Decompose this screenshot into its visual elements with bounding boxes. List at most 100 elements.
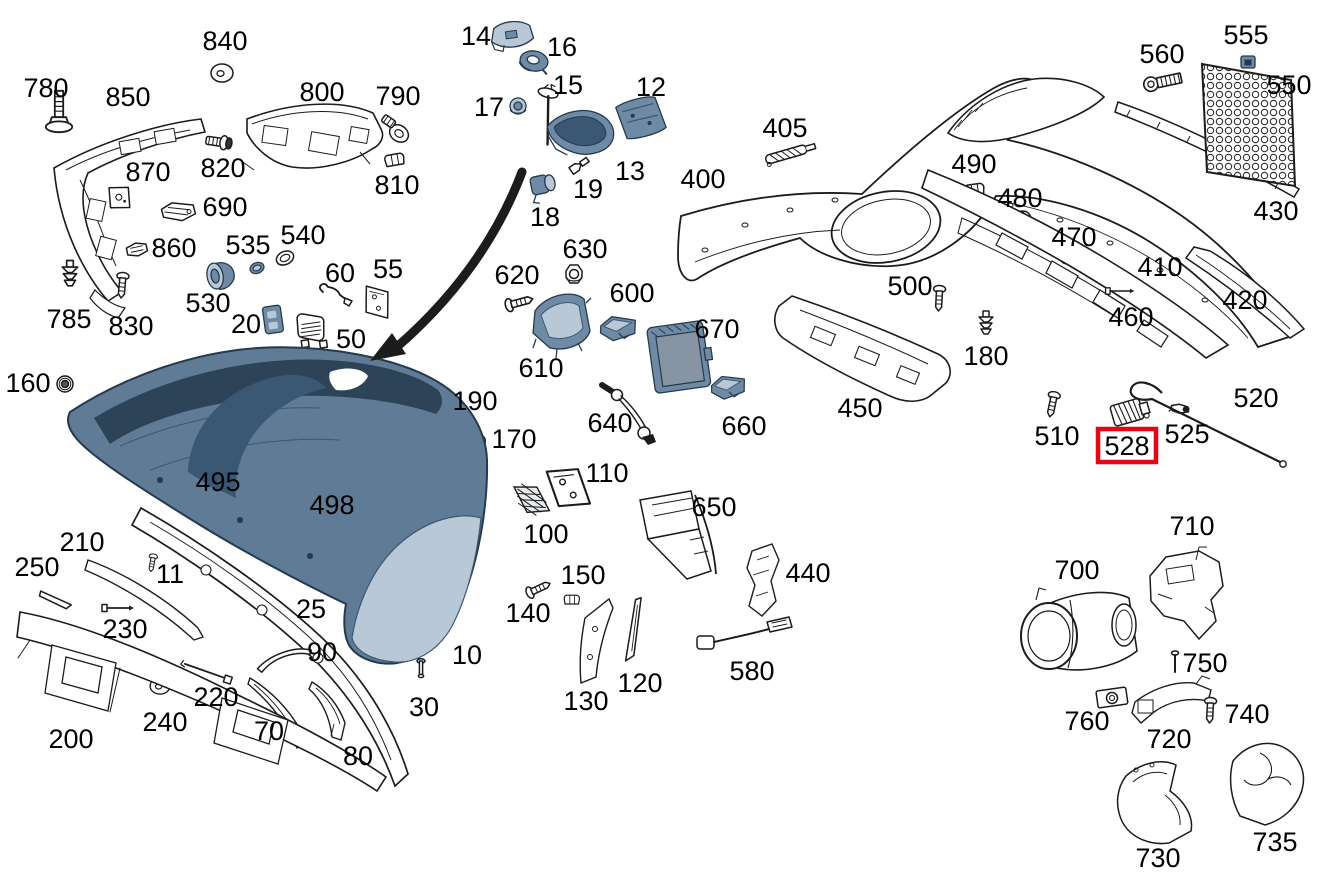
part-label-650[interactable]: 650 — [691, 492, 736, 522]
part-label-170[interactable]: 170 — [491, 424, 536, 454]
part-label-240[interactable]: 240 — [142, 707, 187, 737]
part-label-12[interactable]: 12 — [636, 72, 666, 102]
part-label-410[interactable]: 410 — [1137, 252, 1182, 282]
part-label-730[interactable]: 730 — [1135, 843, 1180, 873]
part-label-820[interactable]: 820 — [200, 153, 245, 183]
part-label-90[interactable]: 90 — [307, 637, 337, 667]
part-label-810[interactable]: 810 — [374, 170, 419, 200]
part-label-400[interactable]: 400 — [680, 164, 725, 194]
part-label-50[interactable]: 50 — [336, 324, 366, 354]
part-label-440[interactable]: 440 — [785, 558, 830, 588]
part-label-80[interactable]: 80 — [343, 741, 373, 771]
part-label-520[interactable]: 520 — [1233, 383, 1278, 413]
highlight-box-528 — [1095, 426, 1159, 465]
part-label-535[interactable]: 535 — [225, 230, 270, 260]
part-label-420[interactable]: 420 — [1222, 285, 1267, 315]
part-label-830[interactable]: 830 — [108, 311, 153, 341]
part-label-785[interactable]: 785 — [46, 304, 91, 334]
part-label-14[interactable]: 14 — [461, 21, 491, 51]
part-label-10[interactable]: 10 — [452, 640, 482, 670]
part-label-18[interactable]: 18 — [530, 202, 560, 232]
part-label-610[interactable]: 610 — [518, 353, 563, 383]
part-label-840[interactable]: 840 — [202, 26, 247, 56]
part-label-850[interactable]: 850 — [105, 82, 150, 112]
part-label-700[interactable]: 700 — [1054, 555, 1099, 585]
part-label-670[interactable]: 670 — [694, 314, 739, 344]
part-label-510[interactable]: 510 — [1034, 421, 1079, 451]
part-label-600[interactable]: 600 — [609, 278, 654, 308]
part-label-120[interactable]: 120 — [617, 668, 662, 698]
part-label-790[interactable]: 790 — [375, 81, 420, 111]
part-label-16[interactable]: 16 — [547, 32, 577, 62]
part-label-800[interactable]: 800 — [299, 77, 344, 107]
part-label-870[interactable]: 870 — [125, 157, 170, 187]
part-label-230[interactable]: 230 — [102, 614, 147, 644]
part-label-528[interactable]: 528 — [1104, 431, 1149, 461]
part-label-470[interactable]: 470 — [1051, 222, 1096, 252]
part-label-430[interactable]: 430 — [1253, 196, 1298, 226]
part-label-630[interactable]: 630 — [562, 234, 607, 264]
part-label-160[interactable]: 160 — [5, 368, 50, 398]
part-label-495[interactable]: 495 — [195, 467, 240, 497]
part-label-498[interactable]: 498 — [309, 490, 354, 520]
part-15-drawing — [537, 83, 559, 146]
part-label-640[interactable]: 640 — [587, 408, 632, 438]
part-label-405[interactable]: 405 — [762, 113, 807, 143]
part-label-13[interactable]: 13 — [615, 156, 645, 186]
part-label-190[interactable]: 190 — [452, 386, 497, 416]
part-600-drawing — [599, 316, 637, 342]
part-label-180[interactable]: 180 — [963, 341, 1008, 371]
part-700-drawing — [1020, 587, 1138, 671]
part-label-30[interactable]: 30 — [409, 692, 439, 722]
part-label-580[interactable]: 580 — [729, 656, 774, 686]
part-label-540[interactable]: 540 — [280, 220, 325, 250]
part-535-drawing — [249, 261, 265, 275]
part-label-20[interactable]: 20 — [231, 309, 261, 339]
part-label-210[interactable]: 210 — [59, 527, 104, 557]
part-label-780[interactable]: 780 — [23, 73, 68, 103]
part-label-760[interactable]: 760 — [1064, 706, 1109, 736]
part-label-250[interactable]: 250 — [14, 552, 59, 582]
part-label-860[interactable]: 860 — [151, 233, 196, 263]
part-100-drawing — [512, 483, 551, 516]
part-label-490[interactable]: 490 — [951, 149, 996, 179]
part-label-15[interactable]: 15 — [553, 70, 583, 100]
part-label-720[interactable]: 720 — [1146, 724, 1191, 754]
part-785-drawing — [61, 259, 79, 287]
part-label-530[interactable]: 530 — [185, 288, 230, 318]
part-label-690[interactable]: 690 — [202, 192, 247, 222]
part-label-220[interactable]: 220 — [193, 682, 238, 712]
part-label-17[interactable]: 17 — [474, 92, 504, 122]
part-label-100[interactable]: 100 — [523, 519, 568, 549]
part-label-19[interactable]: 19 — [573, 174, 603, 204]
part-label-200[interactable]: 200 — [48, 724, 93, 754]
part-label-25[interactable]: 25 — [296, 594, 326, 624]
part-label-555[interactable]: 555 — [1223, 20, 1268, 50]
part-label-11[interactable]: 11 — [156, 559, 184, 589]
part-label-550[interactable]: 550 — [1266, 70, 1311, 100]
part-label-735[interactable]: 735 — [1252, 827, 1297, 857]
part-label-480[interactable]: 480 — [997, 183, 1042, 213]
part-label-140[interactable]: 140 — [505, 598, 550, 628]
part-label-60[interactable]: 60 — [325, 258, 355, 288]
part-label-150[interactable]: 150 — [560, 560, 605, 590]
part-label-450[interactable]: 450 — [837, 393, 882, 423]
part-label-70[interactable]: 70 — [254, 716, 284, 746]
part-label-130[interactable]: 130 — [563, 686, 608, 716]
part-label-55[interactable]: 55 — [373, 254, 403, 284]
part-label-110[interactable]: 110 — [585, 458, 628, 488]
part-690-drawing — [160, 202, 197, 222]
part-label-525[interactable]: 525 — [1164, 419, 1209, 449]
pointer-arrow — [370, 167, 527, 361]
part-220-drawing — [180, 659, 234, 685]
part-label-500[interactable]: 500 — [887, 271, 932, 301]
part-label-660[interactable]: 660 — [721, 411, 766, 441]
part-label-710[interactable]: 710 — [1169, 511, 1214, 541]
part-560-drawing — [1142, 72, 1183, 93]
part-label-740[interactable]: 740 — [1224, 699, 1269, 729]
part-label-750[interactable]: 750 — [1182, 648, 1227, 678]
part-label-620[interactable]: 620 — [494, 260, 539, 290]
part-label-460[interactable]: 460 — [1108, 302, 1153, 332]
part-label-560[interactable]: 560 — [1139, 39, 1184, 69]
